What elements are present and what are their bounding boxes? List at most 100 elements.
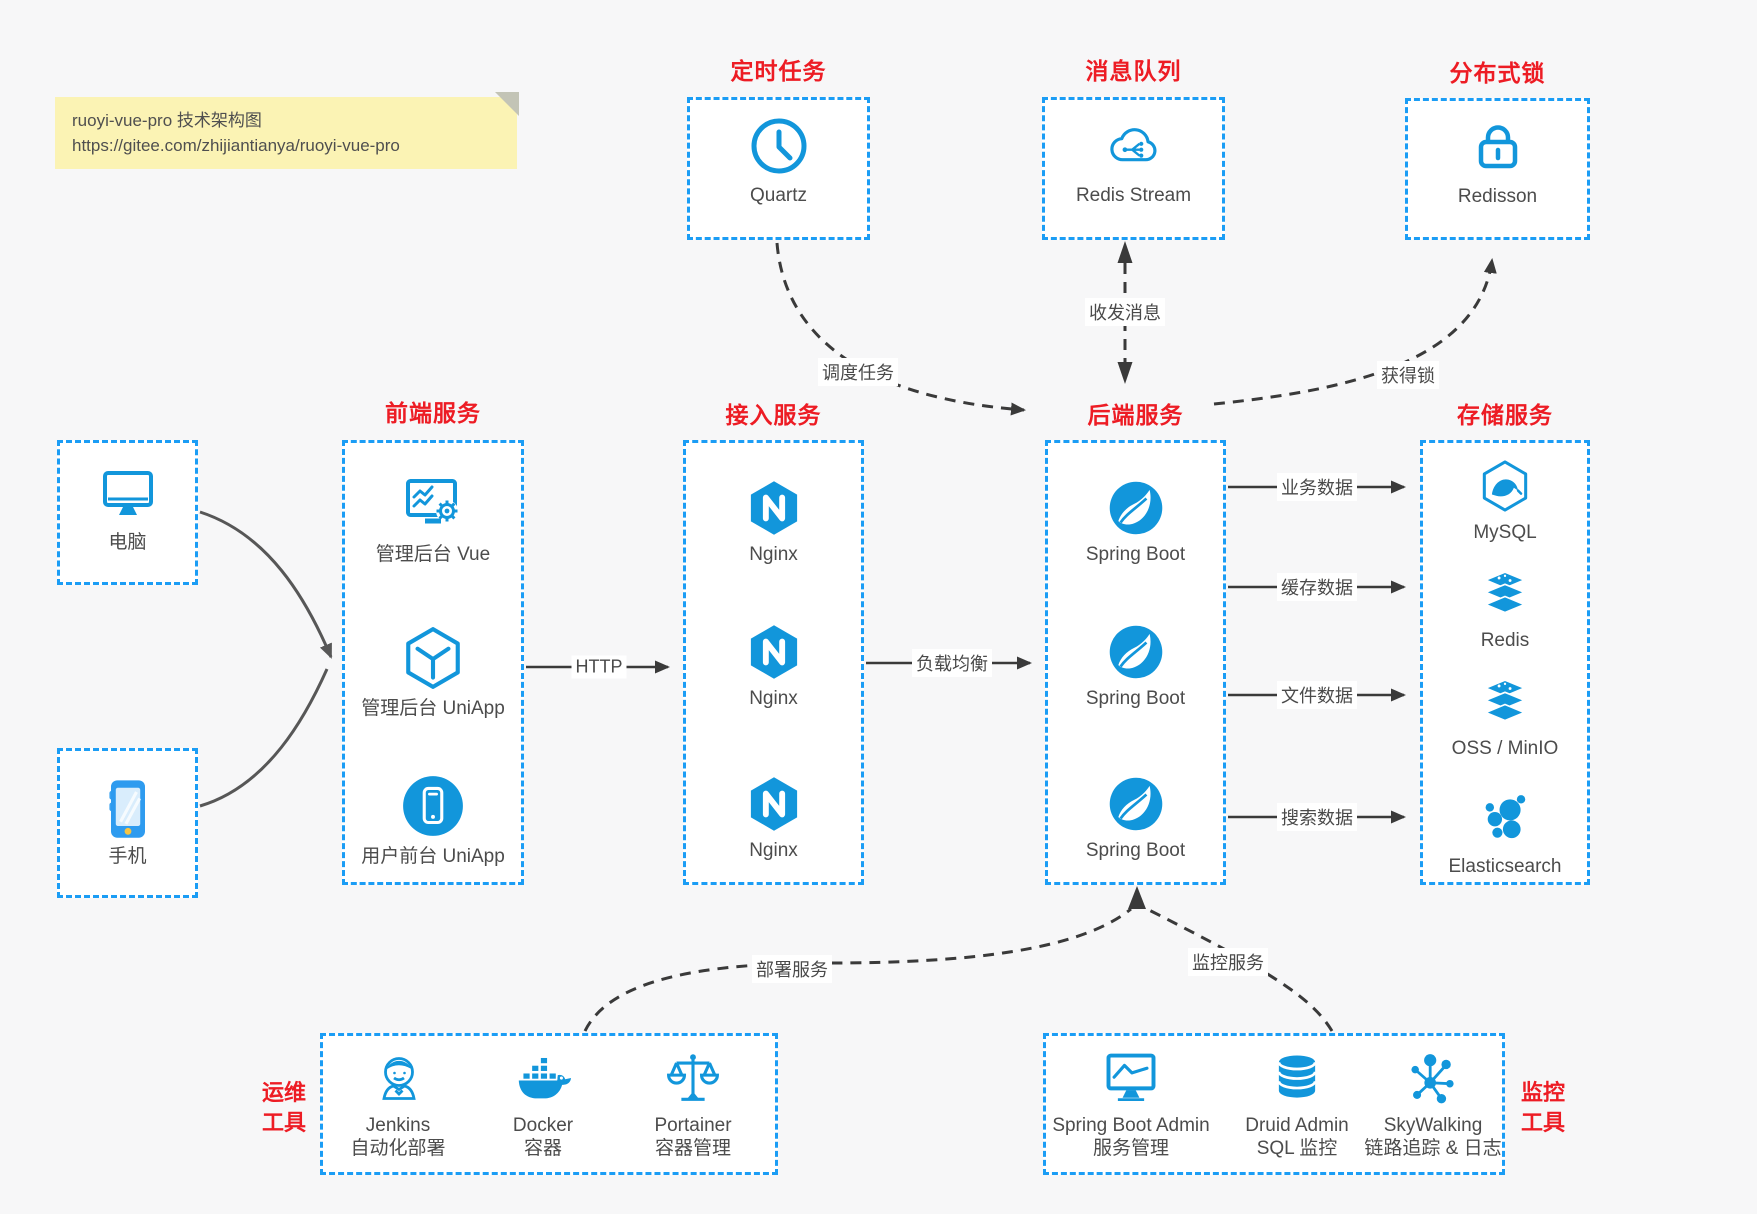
list-item: Docker 容器 (468, 1046, 618, 1160)
group-title-storage: 存储服务 (1457, 402, 1553, 428)
pc-client-box: 电脑 (57, 440, 198, 585)
phone-icon (94, 775, 162, 843)
mobile-to-frontend-arrow (199, 668, 329, 808)
item-label: SkyWalking (1383, 1115, 1483, 1136)
icon-slot (366, 1046, 430, 1112)
list-item: OSS / MinIO (1423, 675, 1587, 760)
skywalking-icon (1403, 1049, 1463, 1109)
schedule-task-arrow (775, 242, 1026, 416)
icon-slot (1403, 1046, 1463, 1112)
side-title-line: 工具 (1521, 1110, 1566, 1135)
item-label: Docker (512, 1115, 574, 1136)
group-title-frontend: 前端服务 (385, 400, 481, 426)
side-title-line: 运维 (261, 1080, 306, 1105)
item-label: 管理后台 UniApp (361, 698, 505, 719)
group-title-scheduled-task: 定时任务 (730, 58, 827, 84)
backend-box: Spring Boot Spring Boot Spring Boot (1045, 440, 1226, 885)
monitoring-tools-box: Spring Boot Admin 服务管理 Druid Admin SQL 监… (1043, 1033, 1505, 1175)
icon-slot (1268, 1046, 1326, 1112)
edge-label-http: HTTP (571, 655, 627, 679)
user-uniapp-icon (400, 773, 466, 839)
item-sublabel: 服务管理 (1092, 1138, 1169, 1159)
list-item: Spring Boot (1048, 775, 1223, 862)
spring-boot-admin-icon (1101, 1049, 1161, 1109)
list-item: Nginx (686, 775, 861, 862)
item-label: Elasticsearch (1448, 856, 1562, 877)
item-label: OSS / MinIO (1451, 738, 1559, 759)
edge-label-cache-data: 缓存数据 (1277, 573, 1357, 601)
list-item: Nginx (686, 623, 861, 710)
cloud-queue-icon (1105, 118, 1163, 176)
list-item: 管理后台 UniApp (345, 625, 521, 720)
list-item: Spring Boot Admin 服务管理 (1051, 1046, 1211, 1160)
edge-label-deploy-service: 部署服务 (752, 955, 832, 983)
acquire-lock-arrow (1213, 258, 1497, 406)
list-item: MySQL (1423, 459, 1587, 544)
spring-boot-icon (1107, 479, 1165, 537)
list-item: 管理后台 Vue (345, 473, 521, 566)
list-item: Spring Boot (1048, 479, 1223, 566)
redis-stream-box: Redis Stream (1042, 97, 1225, 240)
item-label: 用户前台 UniApp (361, 846, 505, 867)
list-item: Nginx (686, 479, 861, 566)
edge-label-send-receive-message: 收发消息 (1085, 298, 1165, 326)
group-title-distributed-lock: 分布式锁 (1449, 60, 1546, 86)
item-label: Druid Admin (1245, 1115, 1349, 1136)
item-label: Nginx (749, 544, 798, 565)
list-item: Quartz (690, 114, 867, 207)
item-label: 电脑 (108, 532, 147, 553)
deploy-service-arrow (583, 907, 1132, 1032)
item-label: Spring Boot (1085, 544, 1186, 565)
list-item: 手机 (60, 775, 195, 868)
item-sublabel: 容器管理 (654, 1138, 731, 1159)
item-label: Redis Stream (1075, 185, 1192, 206)
mobile-client-box: 手机 (57, 748, 198, 898)
spring-boot-icon (1107, 775, 1165, 833)
list-item: 电脑 (60, 461, 195, 554)
druid-icon (1268, 1050, 1326, 1108)
list-item: SkyWalking 链路追踪 & 日志 (1353, 1046, 1513, 1160)
item-sublabel: 链路追踪 & 日志 (1364, 1138, 1502, 1159)
list-item: Redis (1423, 567, 1587, 652)
item-label: Portainer (654, 1115, 732, 1136)
sticky-note: ruoyi-vue-pro 技术架构图 https://gitee.com/zh… (55, 97, 517, 169)
edge-label-search-data: 搜索数据 (1277, 803, 1357, 831)
item-label: Jenkins (365, 1115, 431, 1136)
spring-boot-icon (1107, 623, 1165, 681)
edge-label-load-balance: 负载均衡 (912, 649, 992, 677)
list-item: Redis Stream (1045, 118, 1222, 207)
item-sublabel: SQL 监控 (1256, 1138, 1338, 1159)
edge-label-business-data: 业务数据 (1277, 473, 1357, 501)
portainer-icon (662, 1048, 724, 1110)
list-item: Druid Admin SQL 监控 (1217, 1046, 1377, 1160)
gateway-box: Nginx Nginx Nginx (683, 440, 864, 885)
redisson-box: Redisson (1405, 98, 1590, 240)
note-url: https://gitee.com/zhijiantianya/ruoyi-vu… (72, 136, 400, 155)
item-label: Spring Boot (1085, 688, 1186, 709)
icon-slot (512, 1046, 574, 1112)
side-title-ops: 运维 工具 (216, 1078, 306, 1138)
nginx-icon (745, 479, 803, 537)
clock-icon (747, 114, 811, 178)
list-item: Redisson (1408, 115, 1587, 208)
item-label: Quartz (749, 185, 808, 206)
group-title-gateway: 接入服务 (725, 402, 822, 428)
deploy-monitor-arrowhead-icon (1128, 886, 1146, 909)
msg-down-arrowhead-icon (1117, 362, 1133, 384)
docker-icon (512, 1048, 574, 1110)
item-label: Redis (1480, 630, 1530, 651)
desktop-icon (96, 461, 160, 525)
group-title-backend: 后端服务 (1087, 402, 1184, 428)
pc-to-frontend-arrow (199, 510, 333, 659)
note-title: ruoyi-vue-pro 技术架构图 (72, 111, 262, 130)
item-label: Nginx (749, 688, 798, 709)
edge-label-acquire-lock: 获得锁 (1377, 361, 1439, 389)
list-item: 用户前台 UniApp (345, 773, 521, 868)
list-item: Spring Boot (1048, 623, 1223, 710)
edge-label-file-data: 文件数据 (1277, 681, 1357, 709)
item-label: 管理后台 Vue (375, 544, 491, 565)
side-title-monitoring: 监控 工具 (1521, 1078, 1611, 1138)
storage-box: MySQL Redis OSS / MinIO Elasticsearch (1420, 440, 1590, 885)
side-title-line: 监控 (1521, 1080, 1566, 1105)
edge-label-monitor-service: 监控服务 (1188, 948, 1268, 976)
